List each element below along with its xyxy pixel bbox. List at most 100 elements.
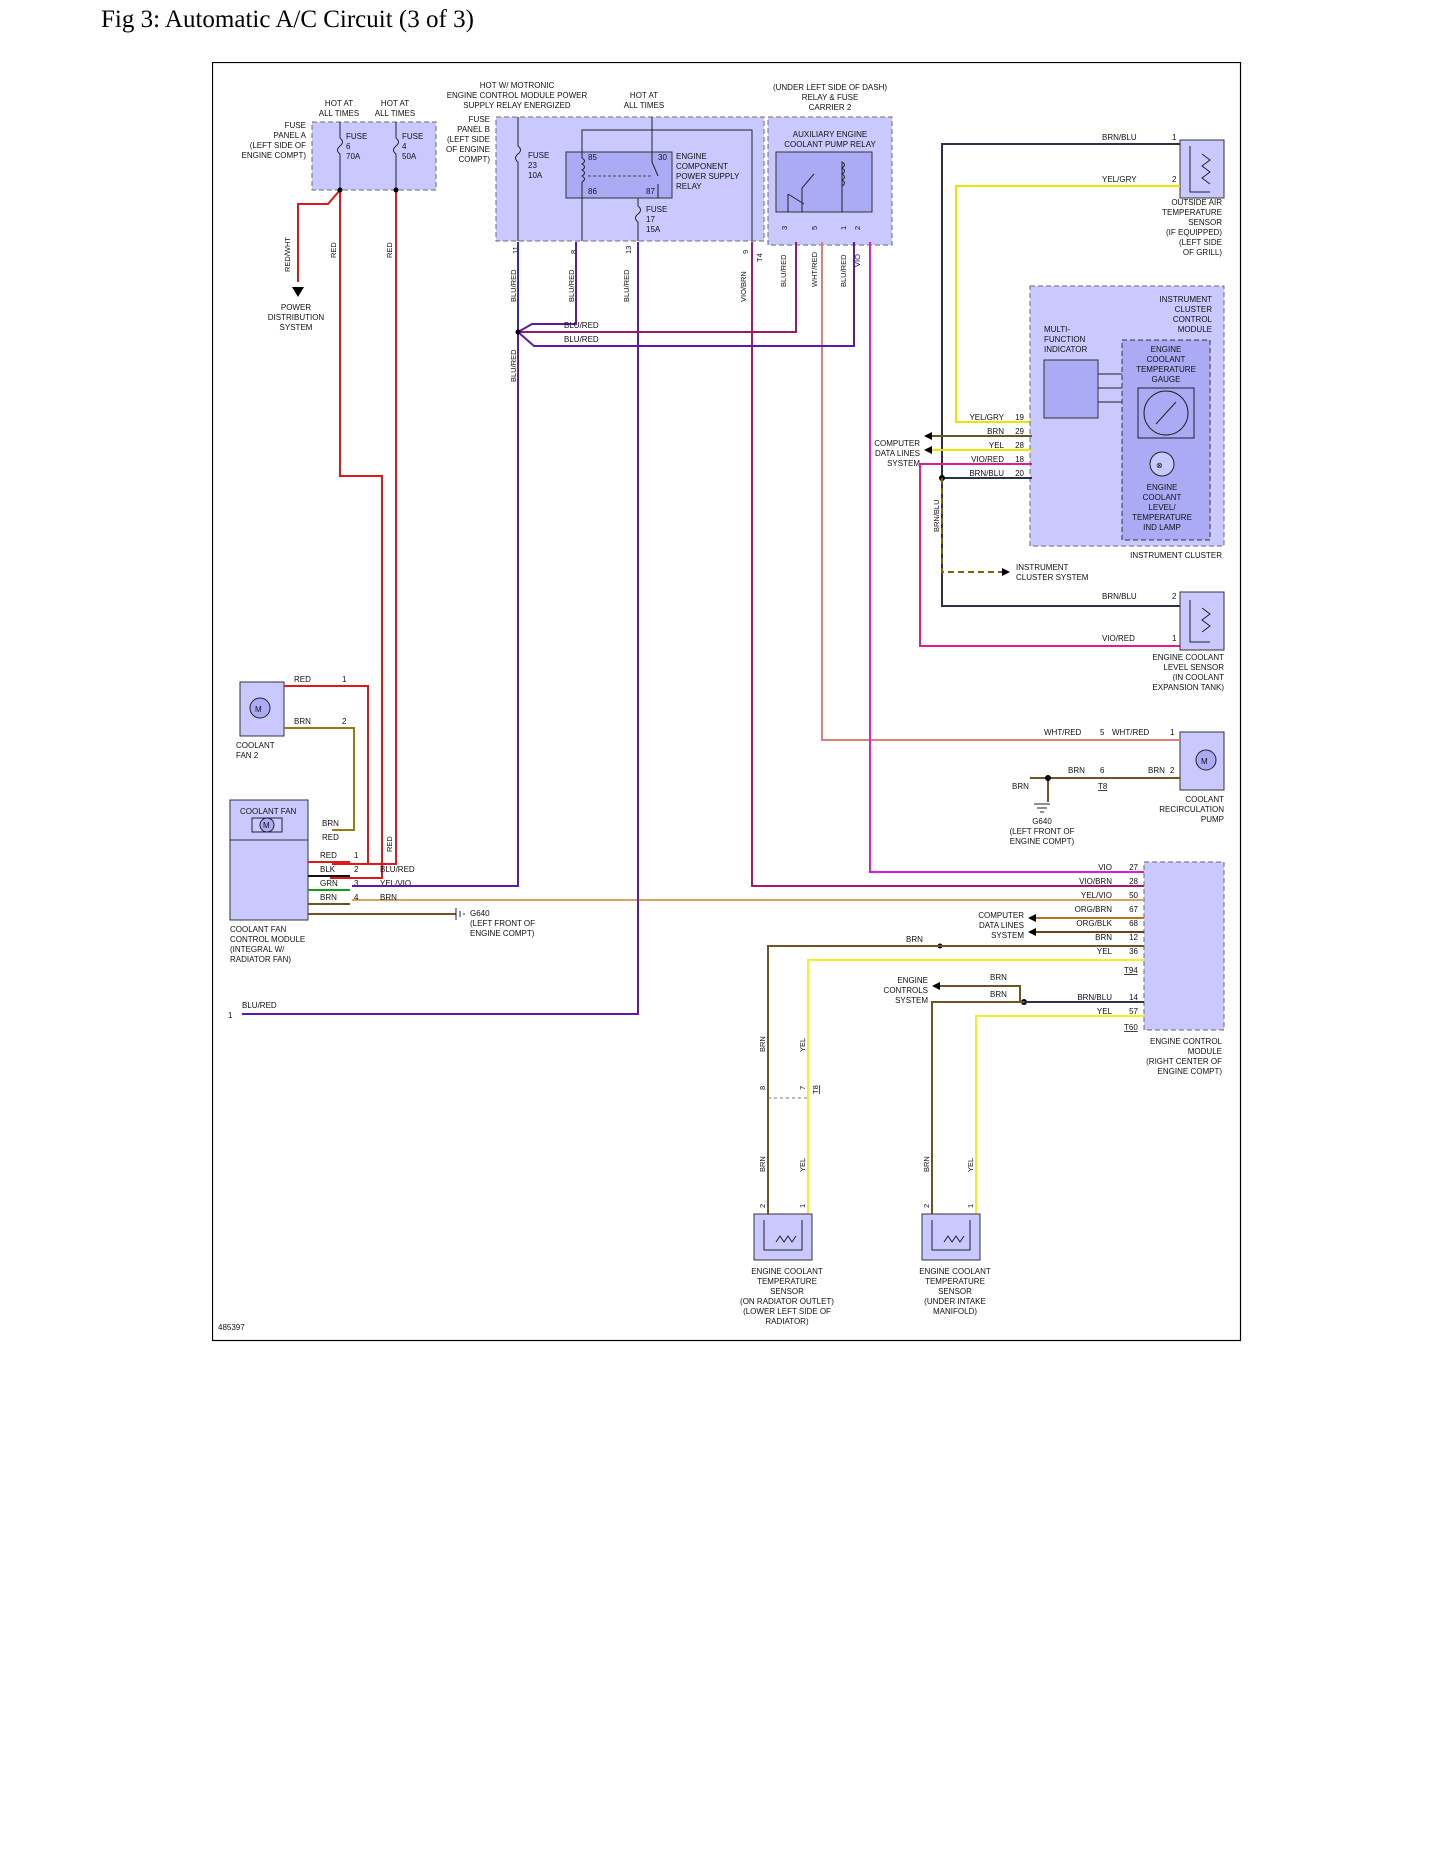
ecm-pin-number: 14 xyxy=(1129,993,1138,1002)
splice-fuse6 xyxy=(337,187,343,193)
ecm-box xyxy=(1143,861,1225,1031)
pin-s1-1: 1 xyxy=(798,1204,807,1208)
pin-pump-6: 6 xyxy=(1100,766,1105,775)
t60-label: T60 xyxy=(1124,1023,1138,1032)
fan-module-wire-label: BLK xyxy=(320,865,336,874)
ecm-wire-label: ORG/BLK xyxy=(1076,919,1112,928)
mfi-display xyxy=(1043,359,1099,419)
wire-label-vio-brn-v: VIO/BRN xyxy=(739,271,748,302)
ecm-wire-label: BRN xyxy=(1095,933,1112,942)
ecm-pin-number: 67 xyxy=(1129,905,1138,914)
ecm-wire-label: VIO/BRN xyxy=(1079,877,1112,886)
splice-fuse4 xyxy=(393,187,399,193)
fuse-6-symbol xyxy=(337,122,343,190)
ect-sensor1-box xyxy=(753,1213,813,1261)
pin-s2-1: 1 xyxy=(966,1204,975,1208)
pin-ls-1: 1 xyxy=(1172,634,1177,643)
ecm-pin-number: 36 xyxy=(1129,947,1138,956)
wire-vio-brn-ecm xyxy=(751,242,1144,887)
wire-label-wht-red-v: WHT/RED xyxy=(810,251,819,287)
pin-s1-8: 8 xyxy=(758,1086,767,1090)
pin-ls-2: 2 xyxy=(1172,592,1177,601)
wire-label-brn-ground: BRN xyxy=(1012,782,1029,791)
panel-b-pin9-feed xyxy=(652,129,753,241)
wire-label-brn-ecm-left: BRN xyxy=(906,935,923,944)
ecm-wire-label: BRN/BLU xyxy=(1077,993,1112,1002)
ecm-pin-number: 28 xyxy=(1129,877,1138,886)
splice-blu-red xyxy=(515,329,521,335)
fan-module-pin-number: 4 xyxy=(354,893,359,902)
ecm-pin-number: 27 xyxy=(1129,863,1138,872)
wire-label-brn-pump-a: BRN xyxy=(1068,766,1085,775)
fan-module-wire-label: BRN xyxy=(320,893,337,902)
level-sensor-resistor xyxy=(1189,600,1211,643)
wire-label-blu-red-bottom: BLU/RED xyxy=(242,1001,277,1010)
ground-g640-right-icon xyxy=(1034,803,1050,813)
wire-red-fan2 xyxy=(284,685,369,864)
ect-sensor1-resistor xyxy=(763,1220,803,1251)
wire-red-fuse6 xyxy=(330,190,383,879)
wire-label-brn-ec-1: BRN xyxy=(990,973,1007,982)
fan-module-pin-number: 2 xyxy=(354,865,359,874)
diagram-frame xyxy=(212,62,1242,1342)
wire-label-brn-s2: BRN xyxy=(922,1156,931,1172)
wire-label-brn-blu-vertical: BRN/BLU xyxy=(932,499,941,532)
ecm-wire-label: YEL xyxy=(1097,947,1113,956)
wire-label-red-fuse6: RED xyxy=(329,242,338,258)
fan-module-pin-number: 3 xyxy=(354,879,359,888)
t8-label-pump: T8 xyxy=(1098,782,1108,791)
wire-label-blu-red-v2: BLU/RED xyxy=(509,349,518,382)
coolant-fan-motor-icon xyxy=(259,817,275,833)
gauge-needle xyxy=(1155,401,1177,425)
mfi-leads xyxy=(1098,373,1124,403)
fan-module-far-label: BLU/RED xyxy=(380,865,415,874)
fan-module-far-label: BRN xyxy=(380,893,397,902)
fan-module-box xyxy=(229,839,309,921)
wire-label-red-wht: RED/WHT xyxy=(283,237,292,272)
aux-relay-inner xyxy=(775,151,873,213)
wire-label-yel-s2: YEL xyxy=(966,1158,975,1172)
relay-pin-87: 87 xyxy=(646,187,655,196)
wire-label-wht-red-pump-a: WHT/RED xyxy=(1044,728,1082,737)
relay-pin-30: 30 xyxy=(658,153,667,162)
aux-pin-1: 1 xyxy=(839,226,848,230)
fan-module-wire-label: GRN xyxy=(320,879,338,888)
wire-label-blu-red-v3: BLU/RED xyxy=(567,269,576,302)
relay-pin-85: 85 xyxy=(588,153,597,162)
wire-label-brn-pump-b: BRN xyxy=(1148,766,1165,775)
ic-pin-number: 19 xyxy=(1015,413,1024,422)
wire-label-brn-s1-top: BRN xyxy=(758,1036,767,1052)
instrument-cluster-label: INSTRUMENT CLUSTER xyxy=(1130,551,1222,560)
level-sensor-box xyxy=(1179,591,1225,651)
ect-sensor2-resistor xyxy=(931,1220,971,1251)
wire-brn-ecm-12 xyxy=(767,945,1144,1214)
wire-label-brn-s1-bottom: BRN xyxy=(758,1156,767,1172)
wire-brn-ecm-14 xyxy=(931,1001,1024,1214)
arrow-data-lines-1 xyxy=(924,432,932,454)
ect-sensor2-box xyxy=(921,1213,981,1261)
wire-label-blu-red-v6: BLU/RED xyxy=(839,254,848,287)
ic-pin-number: 28 xyxy=(1015,441,1024,450)
pin-pump-2: 2 xyxy=(1170,766,1175,775)
wire-label-red-fuse4: RED xyxy=(385,242,394,258)
coolant-fan-label: COOLANT FAN xyxy=(240,807,297,816)
wire-label-vio-v: VIO xyxy=(853,254,862,267)
